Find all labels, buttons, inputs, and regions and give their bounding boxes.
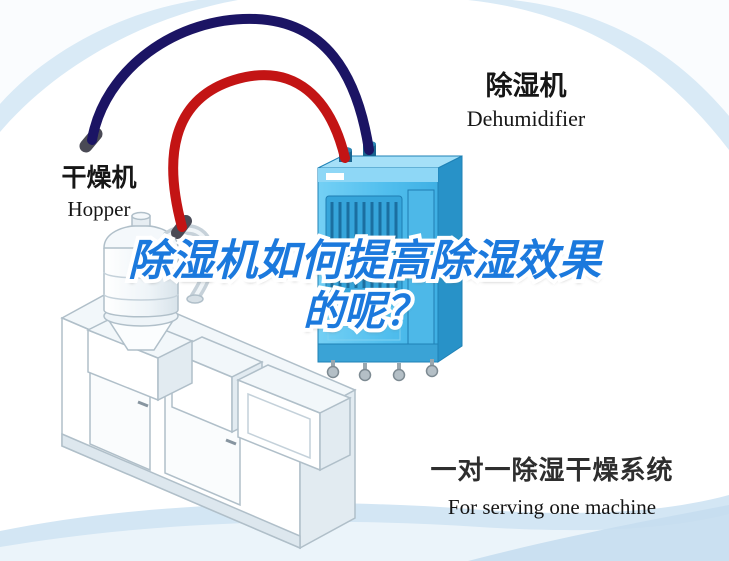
navy-hose — [87, 13, 374, 155]
title-line-2: 的呢？ — [0, 284, 729, 338]
hopper-label-cn: 干燥机 — [61, 164, 137, 192]
wave-top-left-inner — [0, 0, 198, 104]
caster-wheel — [326, 365, 340, 379]
red-hose — [168, 70, 350, 232]
dehumidifier-label-en: Dehumidifier — [466, 106, 586, 131]
hopper-head-right — [157, 339, 193, 402]
caster-wheel — [358, 368, 372, 382]
caster-wheel — [425, 364, 439, 378]
dehum-name-plate — [326, 173, 344, 180]
dehumidifier-label-cn: 除湿机 — [485, 71, 567, 101]
caster-wheels — [326, 359, 439, 382]
title-line-1: 除湿机如何提高除湿效果 — [0, 233, 729, 289]
system-label: 一对一除湿干燥系统 For serving one machine — [404, 450, 700, 520]
wave-bottom-right — [468, 505, 729, 561]
caster-wheel — [392, 368, 406, 382]
door-handle-left — [137, 400, 149, 408]
top-unit-2-right — [319, 396, 351, 472]
system-label-cn: 一对一除湿干燥系统 — [430, 455, 674, 485]
machine-bottom-strip — [61, 432, 301, 550]
top-unit-2-panel — [247, 392, 311, 460]
dehumidifier-label: 除湿机 Dehumidifier — [438, 64, 614, 132]
main-title: 除湿机如何提高除湿效果 的呢？ — [0, 233, 729, 338]
hopper-label-en: Hopper — [67, 197, 131, 221]
hopper-cap-top — [131, 211, 151, 221]
hoses — [79, 13, 374, 239]
hopper-label: 干燥机 Hopper — [34, 158, 164, 222]
wave-top-right-inner — [512, 0, 729, 116]
system-label-en: For serving one machine — [447, 495, 657, 519]
dehum-base-strip — [317, 343, 439, 363]
dehum-top-band — [318, 168, 438, 182]
door-handle-right — [225, 438, 237, 446]
